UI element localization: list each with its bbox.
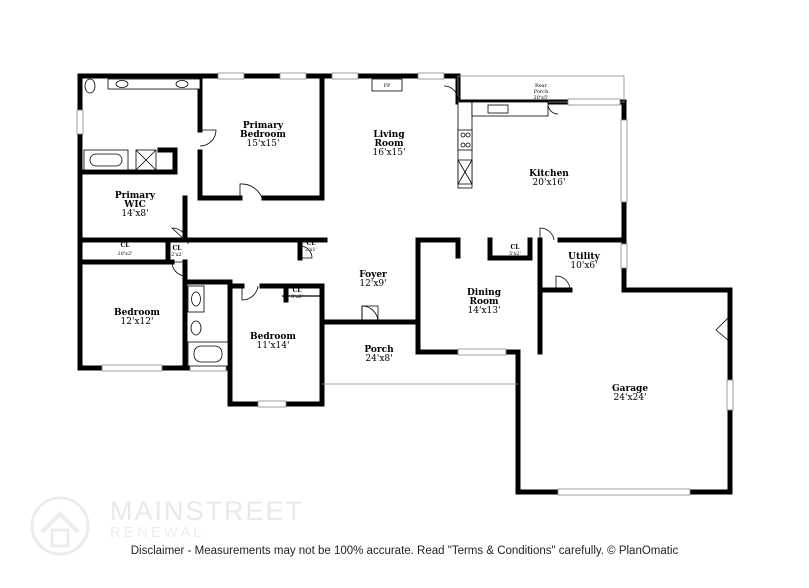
foyer-label: Foyer (359, 270, 387, 280)
primary-wic-dim: 14'x8' (121, 209, 148, 219)
primary-bedroom-dim: 15'x15' (247, 139, 280, 149)
utility-label: Utility (568, 252, 600, 262)
rear-porch-dim: 20'x5' (533, 95, 548, 101)
bedroom-1-dim: 12'x12' (121, 317, 154, 327)
porch-label: Porch (364, 345, 394, 355)
bedroom-1-label: Bedroom (114, 308, 160, 318)
kitchen-label: Kitchen (529, 169, 569, 179)
closet-label: CL (121, 242, 131, 249)
living-room-label-2: Room (374, 139, 403, 149)
garage-label: Garage (612, 384, 648, 394)
thin-lines (86, 75, 625, 385)
disclaimer-text: Disclaimer - Measurements may not be 100… (130, 545, 679, 557)
dining-room-dim: 14'x13' (468, 306, 501, 316)
dining-room-label: Dining (467, 288, 502, 298)
windows (76, 72, 734, 496)
closet-label: CL (173, 245, 183, 252)
rear-porch-label: Rear (535, 83, 548, 89)
closet-dim: 3'x6' (291, 294, 303, 300)
foyer-dim: 12'x9' (359, 279, 386, 289)
dining-room-label-2: Room (469, 297, 498, 307)
living-room-dim: 16'x15' (373, 148, 406, 158)
closet-label: CL (307, 240, 317, 247)
walls (77, 73, 733, 495)
rear-porch-label-2: Porch (534, 89, 549, 95)
closet-dim: 5'x2' (509, 251, 521, 257)
kitchen-dim: 20'x16' (533, 178, 566, 188)
primary-bedroom-label: Primary (243, 121, 284, 131)
garage-dim: 24'x24' (614, 393, 647, 403)
closet-dim: 10'x2' (117, 251, 132, 257)
doors (170, 85, 729, 341)
bedroom-2-dim: 11'x14' (257, 341, 290, 351)
room-labels: Primary Bedroom 15'x15' Living Room 16'x… (114, 83, 648, 403)
porch-dim: 24'x8' (365, 354, 392, 364)
closet-dim: 2'x1' (305, 247, 317, 253)
closet-label: CL (293, 287, 303, 294)
fireplace-label: FP (384, 83, 391, 89)
primary-wic-label-2: WIC (123, 200, 145, 210)
closet-label: CL (511, 244, 521, 251)
utility-dim: 10'x6' (570, 261, 597, 271)
watermark-subtext: RENEWAL (110, 524, 205, 541)
watermark-logo: MAINSTREET RENEWAL (22, 490, 322, 560)
primary-bedroom-label-2: Bedroom (240, 130, 286, 140)
bedroom-2-label: Bedroom (250, 332, 296, 342)
watermark-text: MAINSTREET (110, 496, 305, 526)
primary-wic-label: Primary (115, 191, 156, 201)
living-room-label: Living (373, 130, 405, 140)
floor-plan: Primary Bedroom 15'x15' Living Room 16'x… (76, 72, 734, 496)
closet-dim: 2'x2' (171, 252, 183, 258)
house-logo-icon (30, 496, 90, 556)
fixtures (83, 78, 549, 367)
